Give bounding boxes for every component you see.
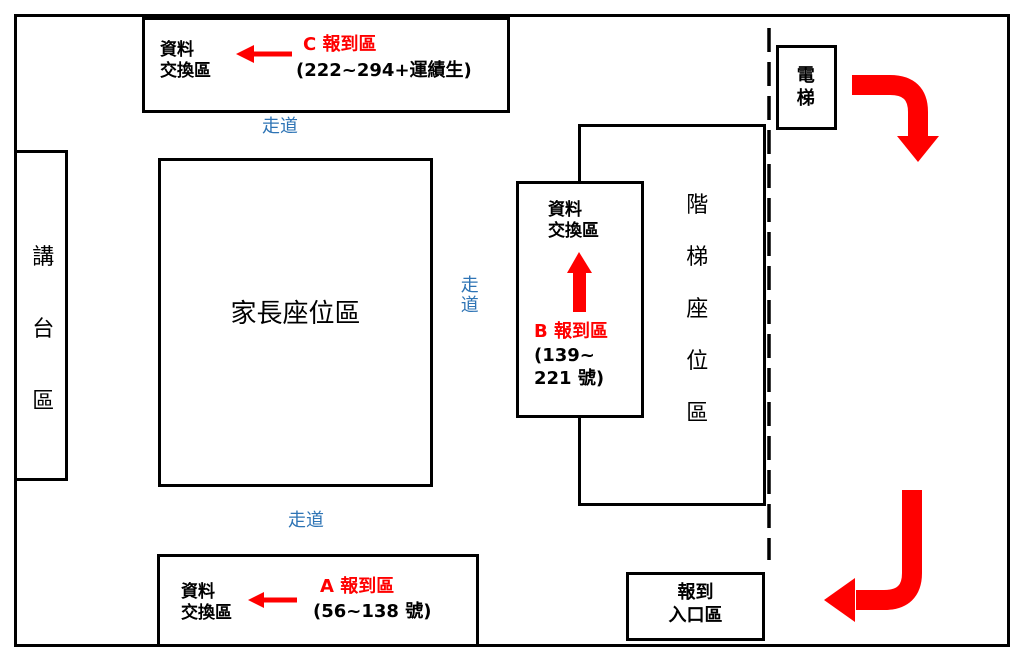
zone-c-box <box>142 17 510 113</box>
podium-area <box>14 150 68 481</box>
stair-seating-label: 階梯座位區 <box>686 193 709 426</box>
zone-a-range: (56~138 號) <box>313 601 432 622</box>
zone-c-exchange-label: 資料 交換區 <box>160 40 211 82</box>
zone-b-title: B 報到區 <box>534 321 608 342</box>
parent-seating-label: 家長座位區 <box>230 299 361 329</box>
zone-b-arrow-icon <box>567 252 592 312</box>
zone-b-exchange-label: 資料 交換區 <box>548 200 599 242</box>
zone-c-arrow-icon <box>236 45 292 63</box>
elevator-box <box>776 45 837 130</box>
elevator-exit-arrow-icon <box>852 75 939 162</box>
zone-a-exchange-label: 資料 交換區 <box>181 582 232 624</box>
parent-seating-area <box>158 158 433 487</box>
entrance-label: 報到 入口區 <box>668 582 723 626</box>
entrance-path-arrow-icon <box>824 490 922 622</box>
zone-c-range: (222~294+運績生) <box>296 60 472 81</box>
podium-label: 講台區 <box>32 245 55 414</box>
zone-a-box <box>157 554 479 647</box>
walkway-middle-label: 走道 <box>460 275 479 316</box>
zone-c-title: C 報到區 <box>303 34 377 55</box>
elevator-label: 電梯 <box>796 65 815 110</box>
zone-b-range: (139~ 221 號) <box>534 345 605 389</box>
zone-a-arrow-icon <box>248 592 297 608</box>
entrance-box <box>626 572 765 641</box>
walkway-top-label: 走道 <box>262 116 298 137</box>
zone-a-title: A 報到區 <box>320 576 395 597</box>
walkway-bottom-label: 走道 <box>288 510 324 531</box>
